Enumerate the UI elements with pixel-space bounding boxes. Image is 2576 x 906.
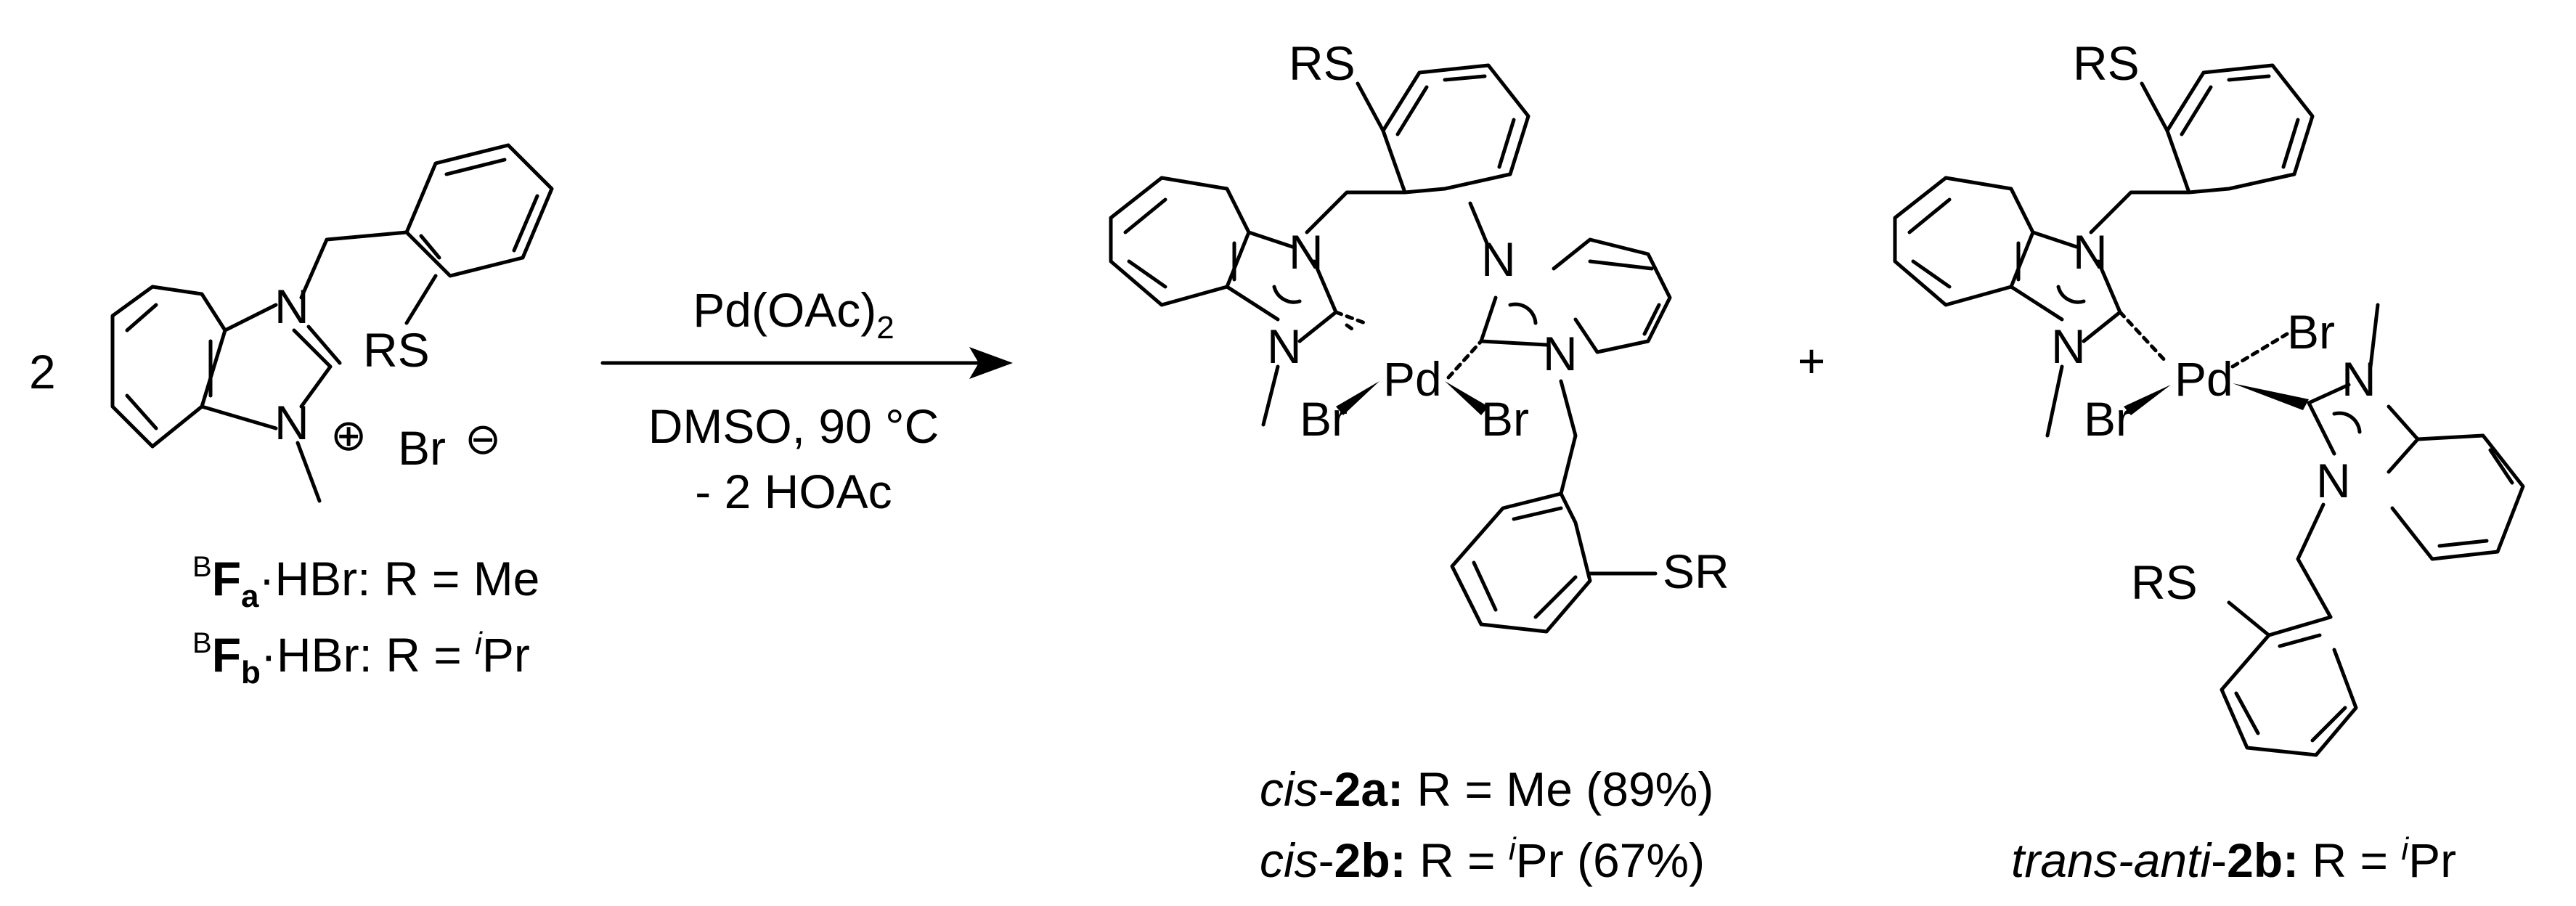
cis-bottom-thioaryl-double-bonds <box>1472 506 1578 619</box>
cis-left-n1-label: N <box>1289 225 1324 279</box>
trans-top-thioether-label: RS <box>2073 36 2140 90</box>
trans-top-benzyl-bond <box>2089 190 2191 234</box>
reactant-cs-bond <box>404 274 438 325</box>
arrow-byproduct: - 2 HOAc <box>695 465 892 518</box>
trans-label: trans-anti-2b: R = iPr <box>2011 831 2456 887</box>
trans-bottom-thioaryl-double-bonds <box>2234 633 2347 743</box>
cis-right-imidazole-ring <box>1479 237 1672 354</box>
cis-right-methyl-bond <box>1468 201 1491 249</box>
cis-top-cs-bond <box>1356 81 1385 133</box>
trans-left-benzo-ring <box>1893 176 2035 307</box>
cis-left-n3-label: N <box>1267 319 1302 373</box>
reactant-thioaryl-double-bonds <box>419 158 539 260</box>
cis-label-b: cis-2b: R = iPr (67%) <box>1260 831 1705 887</box>
cis-left-benzo-double-bonds <box>1123 197 1236 289</box>
trans-carbene-wedge <box>2233 383 2309 410</box>
cis-left-br-label: Br <box>1300 392 1348 446</box>
reactant-n3-label: N <box>274 396 309 449</box>
trans-bottom-cs-bond <box>2227 600 2271 637</box>
trans-right-delocalization-arc <box>2332 411 2362 434</box>
cis-right-n3-label: N <box>1543 327 1578 380</box>
reaction-arrow-group: Pd(OAc)2 DMSO, 90 °C - 2 HOAc <box>600 283 1013 518</box>
cis-bottom-thioaryl-ring <box>1450 491 1592 634</box>
reactant-n1-label: N <box>274 279 309 333</box>
trans-left-n1-label: N <box>2073 225 2108 279</box>
cis-product-structure: N N RS Pd Br Br N N SR <box>1109 36 1729 634</box>
reactant-bromide-label: Br <box>398 421 446 475</box>
reactant-minus-charge: ⊖ <box>465 415 501 463</box>
cis-top-thioether-label: RS <box>1289 36 1356 90</box>
reactant-label-a: BFa·HBr: R = Me <box>192 551 539 614</box>
arrow-reagent: Pd(OAc)2 <box>693 283 894 346</box>
reactant-coefficient: 2 <box>29 345 56 399</box>
cis-right-benzo-double-bonds <box>1588 259 1661 336</box>
products-plus-sign: + <box>1798 334 1826 388</box>
reactant-plus-charge: ⊕ <box>330 411 367 460</box>
cis-left-delocalization-arc <box>1272 285 1302 304</box>
reactant-benzo-double-bonds <box>125 303 213 430</box>
trans-top-cs-bond <box>2140 81 2169 133</box>
reactant-imidazolium-ring <box>200 303 333 430</box>
cis-right-br-wedge <box>1445 381 1488 415</box>
cis-right-delocalization-arc <box>1508 302 1538 325</box>
cis-left-benzo-ring <box>1109 176 1251 307</box>
trans-upper-br-bond <box>2230 332 2289 369</box>
cis-pd-label: Pd <box>1383 352 1442 406</box>
cis-right-carbene-bond <box>1446 339 1483 380</box>
cis-top-thioaryl-ring <box>1381 63 1530 195</box>
trans-pd-label: Pd <box>2174 352 2233 406</box>
trans-left-benzo-double-bonds <box>1907 197 2021 289</box>
cis-top-benzyl-bond <box>1305 190 1407 234</box>
cis-bottom-benzyl-bond <box>1559 379 1578 496</box>
reactant-thioether-label: RS <box>363 323 430 377</box>
cis-left-carbene-bond <box>1334 310 1367 332</box>
reactant-benzyl-bond <box>299 230 409 300</box>
trans-bottom-thioether-label: RS <box>2131 555 2198 609</box>
trans-bottom-benzyl-bond <box>2296 502 2333 619</box>
trans-upper-br-label: Br <box>2287 305 2335 359</box>
reactant-methyl-bond <box>295 441 322 503</box>
trans-left-carbene-bond <box>2118 310 2169 365</box>
reaction-arrow-head <box>969 347 1013 379</box>
trans-product-structure: N N RS Pd Br Br N N RS <box>1893 36 2525 757</box>
trans-bottom-thioaryl-ring <box>2220 615 2358 757</box>
trans-right-benzo-ring <box>2390 433 2525 561</box>
trans-left-n3-label: N <box>2051 319 2086 373</box>
cis-left-methyl-bond <box>1261 364 1280 427</box>
cis-left-br-wedge <box>1336 381 1379 415</box>
cis-bottom-thioether-label: SR <box>1663 544 1729 598</box>
trans-right-benzo-double-bonds <box>2437 448 2514 548</box>
trans-right-methyl-bond <box>2368 303 2380 369</box>
reactant-structure: 2 N N ⊕ RS Br ⊖ <box>29 143 554 503</box>
reactant-imine-double-bond <box>306 325 342 365</box>
trans-top-thioaryl-double-bonds <box>2180 74 2300 169</box>
reactant-label-b: BFb·HBr: R = iPr <box>192 626 530 690</box>
trans-right-n3-label: N <box>2316 454 2351 507</box>
cis-top-thioaryl-double-bonds <box>1395 74 1516 169</box>
trans-left-methyl-bond <box>2045 364 2064 438</box>
trans-top-thioaryl-ring <box>2165 63 2315 195</box>
trans-left-delocalization-arc <box>2056 285 2086 304</box>
reactant-thioaryl-ring <box>404 143 554 278</box>
arrow-conditions: DMSO, 90 °C <box>648 399 939 453</box>
trans-lower-br-wedge <box>2124 385 2171 415</box>
reactant-benzo-ring <box>110 285 227 449</box>
trans-lower-br-label: Br <box>2084 392 2132 446</box>
cis-right-br-label: Br <box>1481 392 1529 446</box>
cis-label-a: cis-2a: R = Me (89%) <box>1260 762 1713 816</box>
